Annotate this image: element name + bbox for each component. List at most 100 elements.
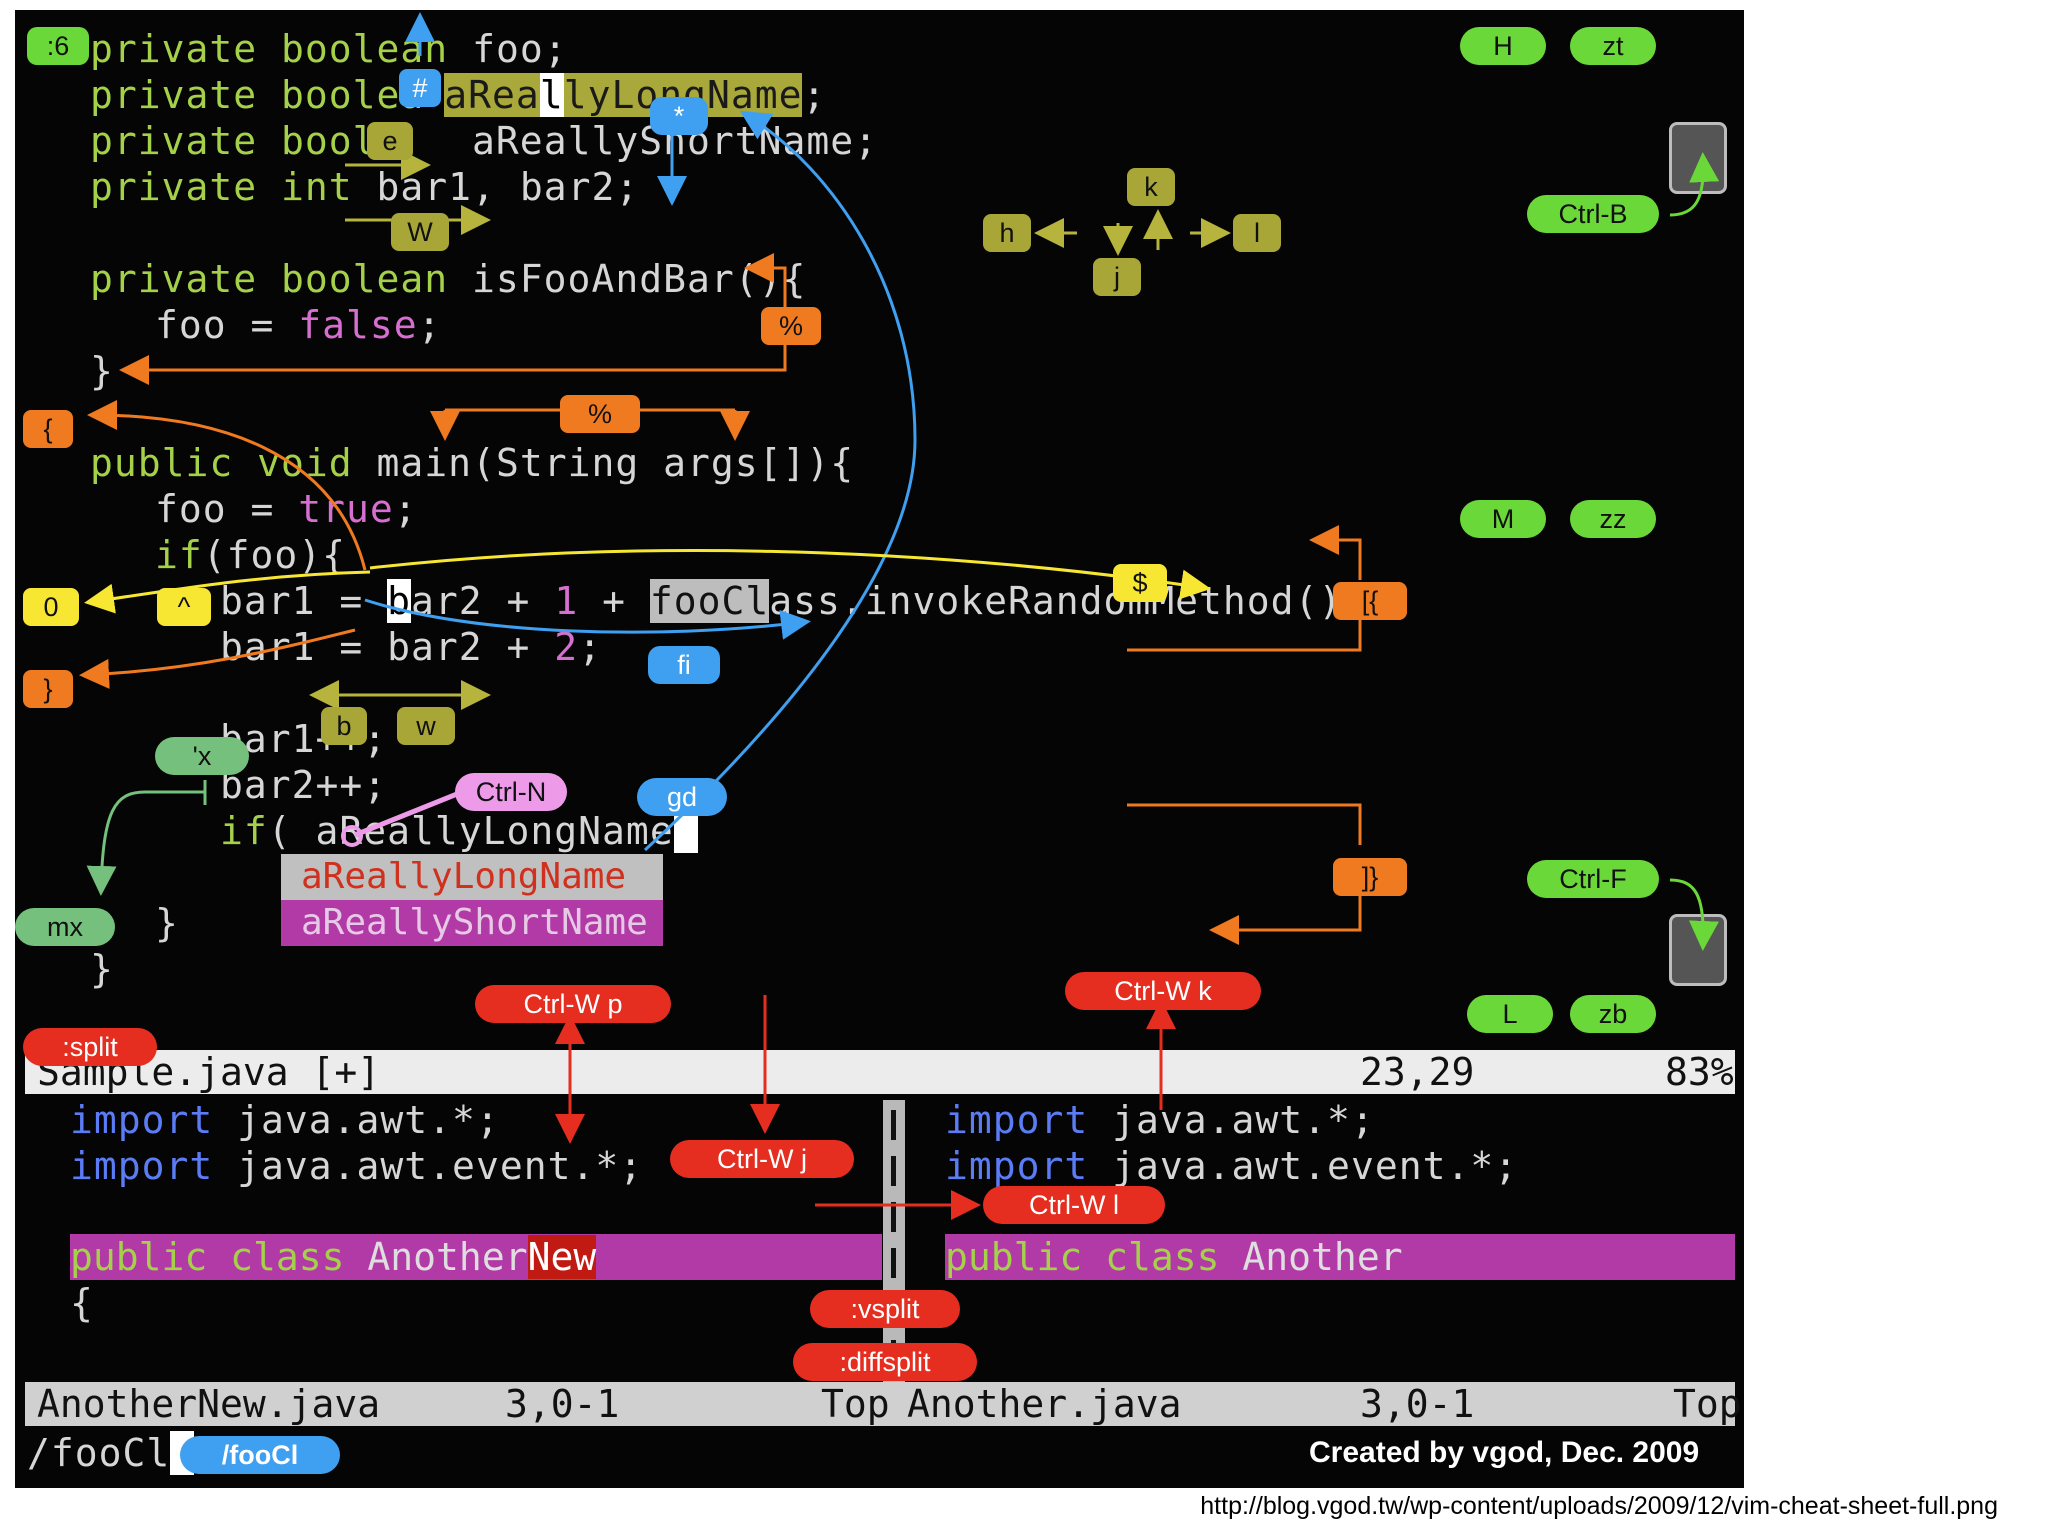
key-badge: M <box>1460 500 1546 538</box>
key-badge: Ctrl-W p <box>475 985 671 1023</box>
key-badge: H <box>1460 27 1546 65</box>
code-text: ( aReallyLongName <box>267 809 674 853</box>
key-badge: Ctrl-F <box>1527 860 1659 898</box>
code-text: bar1 = <box>220 579 388 623</box>
left-brace: { <box>70 1280 94 1326</box>
status-line-top: Sample.java [+] 23,29 83% <box>25 1050 1735 1094</box>
cursor <box>673 809 698 853</box>
key-badge: [{ <box>1333 582 1407 620</box>
author-signature: Created by vgod, Dec. 2009 <box>1309 1436 1700 1469</box>
code-text: java.awt.event.*; <box>213 1144 644 1188</box>
diff-line-right: public class Another <box>945 1234 1735 1280</box>
command-text: /fooCl <box>27 1431 171 1475</box>
key-badge: zt <box>1570 27 1656 65</box>
source-url[interactable]: http://blog.vgod.tw/wp-content/uploads/2… <box>1200 1492 1998 1520</box>
code-line-12: bar1 = bar2 + 2; <box>220 624 602 670</box>
code-line-3: private boole aReallyShortName; <box>90 118 878 164</box>
code-text: private boolean <box>90 257 449 301</box>
status-filename: AnotherNew.java <box>37 1382 381 1426</box>
code-line-8: public void main(String args[]){ <box>90 440 854 486</box>
key-badge: Ctrl-B <box>1527 195 1659 233</box>
command-line[interactable]: /fooCl <box>27 1430 195 1476</box>
search-highlight: fooCl <box>649 579 770 623</box>
key-badge: Ctrl-W l <box>983 1186 1165 1224</box>
key-badge: :vsplit <box>810 1290 960 1328</box>
code-text: private int <box>90 165 353 209</box>
key-badge: /fooCl <box>180 1436 340 1474</box>
code-text: } <box>155 901 179 945</box>
key-badge: % <box>560 395 640 433</box>
key-badge: l <box>1233 214 1281 252</box>
code-text: Another <box>344 1235 528 1279</box>
code-line-9: foo = true; <box>155 486 418 532</box>
status-top: Top <box>821 1382 890 1426</box>
code-text: public class <box>945 1235 1220 1279</box>
key-badge: :diffsplit <box>793 1343 977 1381</box>
key-badge: W <box>391 213 449 251</box>
key-badge: zb <box>1570 995 1656 1033</box>
key-badge: * <box>650 97 708 135</box>
code-text: bar1, bar2; <box>352 165 640 209</box>
status-position: 3,0-1 <box>505 1382 620 1426</box>
key-badge: Ctrl-W k <box>1065 972 1261 1010</box>
key-badge: } <box>23 670 73 708</box>
key-badge: 0 <box>23 588 79 626</box>
code-text: private boolea <box>90 73 425 117</box>
key-badge: h <box>983 214 1031 252</box>
key-badge: :split <box>23 1028 157 1066</box>
completion-item-selected[interactable]: aReallyLongName <box>281 854 663 900</box>
code-line-4: private int bar1, bar2; <box>90 164 639 210</box>
completion-item[interactable]: aReallyShortName <box>281 900 663 946</box>
code-text: java.awt.*; <box>213 1098 500 1142</box>
code-text: foo = <box>155 303 299 347</box>
key-badge: % <box>761 307 821 345</box>
code-line-16: } <box>155 900 179 946</box>
key-badge: L <box>1467 995 1553 1033</box>
code-text: ; <box>393 487 418 531</box>
diff-change: New <box>527 1235 597 1279</box>
code-text: { <box>70 1281 94 1325</box>
code-text: import <box>945 1144 1089 1188</box>
key-badge: b <box>321 707 367 745</box>
left-import-1: import java.awt.*; <box>70 1097 500 1143</box>
key-badge: # <box>399 69 441 107</box>
key-badge: 'x <box>155 737 249 775</box>
key-badge: mx <box>15 908 115 946</box>
code-text: } <box>90 947 114 991</box>
key-badge: Ctrl-W j <box>670 1140 854 1178</box>
key-badge: Ctrl-N <box>455 773 567 811</box>
status-line-bottom: AnotherNew.java 3,0-1 Top Another.java 3… <box>25 1382 1742 1426</box>
status-position: 23,29 <box>1360 1050 1475 1094</box>
code-literal: 1 <box>554 579 579 623</box>
key-badge: w <box>397 707 455 745</box>
code-text: import <box>70 1098 214 1142</box>
key-badge: k <box>1127 168 1175 206</box>
arrow-overlay <box>79 12 1720 1220</box>
left-import-2: import java.awt.event.*; <box>70 1143 643 1189</box>
code-text: if <box>220 809 268 853</box>
code-line-15: if( aReallyLongName <box>220 808 698 854</box>
code-text: ; <box>578 625 603 669</box>
status-filename: Another.java <box>907 1382 1182 1426</box>
key-badge: { <box>23 410 73 448</box>
code-literal: false <box>298 303 418 347</box>
code-line-14: bar2++; <box>220 762 387 808</box>
right-import-1: import java.awt.*; <box>945 1097 1375 1143</box>
code-line-6: foo = false; <box>155 302 442 348</box>
code-line-17: } <box>90 946 114 992</box>
code-text: bar1 = bar2 + <box>220 625 555 669</box>
code-text: public class <box>70 1235 345 1279</box>
kw-private: private <box>90 27 258 71</box>
code-text: if <box>155 533 203 577</box>
key-badge: ^ <box>157 588 211 626</box>
code-text: ; <box>802 73 827 117</box>
key-badge: $ <box>1113 564 1167 602</box>
code-text: import <box>70 1144 214 1188</box>
code-text: foo; <box>448 27 568 71</box>
key-badge: e <box>367 122 413 160</box>
code-text: } <box>90 349 114 393</box>
key-badge: zz <box>1570 500 1656 538</box>
cursor: l <box>539 73 564 117</box>
key-badge: fi <box>648 646 720 684</box>
